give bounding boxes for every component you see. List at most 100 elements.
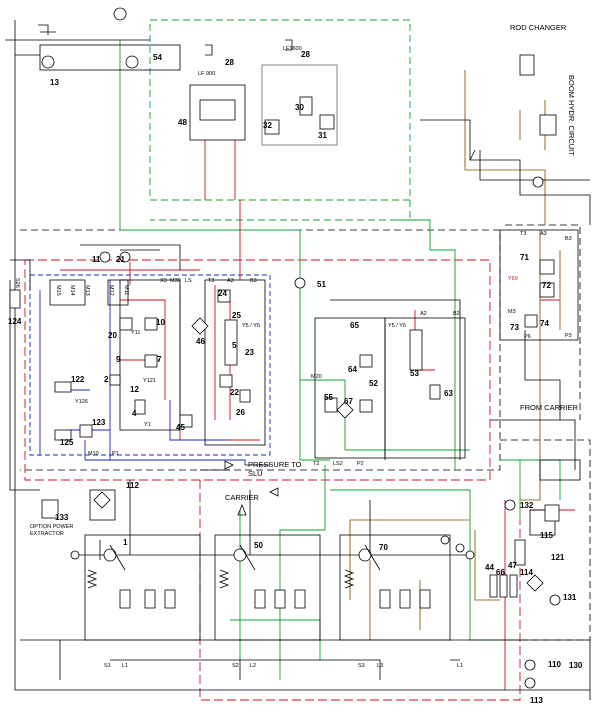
svg-text:25: 25 [232,311,241,320]
svg-text:Y69: Y69 [508,276,518,282]
svg-text:LF1600: LF1600 [283,46,302,52]
svg-text:71: 71 [520,253,529,262]
svg-text:M12: M12 [108,285,114,296]
svg-text:LS: LS [185,278,192,284]
gauge-132-icon [504,499,516,511]
svg-text:Y126: Y126 [75,399,88,405]
svg-text:22: 22 [230,388,239,397]
svg-text:Y11: Y11 [131,330,140,336]
svg-text:11: 11 [92,255,101,264]
pump-13-icon [41,55,55,69]
svg-text:48: 48 [178,118,187,127]
svg-text:67: 67 [344,397,353,406]
svg-text:M11: M11 [123,285,129,295]
svg-text:121: 121 [551,553,565,562]
svg-text:LF 900: LF 900 [198,71,215,77]
svg-text:L2: L2 [250,663,256,669]
svg-text:T3: T3 [520,231,526,237]
svg-text:64: 64 [348,365,357,374]
svg-text:72: 72 [542,281,551,290]
svg-text:S1: S1 [104,663,111,669]
svg-text:M14: M14 [69,285,75,296]
svg-text:130: 130 [569,661,583,670]
svg-text:M15: M15 [55,285,61,296]
svg-text:54: 54 [153,53,162,62]
svg-text:131: 131 [563,593,577,602]
gauge-21-icon [119,251,131,263]
svg-text:P6: P6 [524,334,531,340]
svg-text:S2: S2 [232,663,239,669]
svg-text:L1: L1 [457,663,463,669]
gauge-51-icon [294,277,306,289]
svg-text:P1: P1 [112,451,119,457]
pressure-to-label: PRESSURE TO [248,460,302,469]
svg-text:Y121: Y121 [143,378,156,384]
svg-text:133: 133 [55,513,69,522]
extractor-label: EXTRACTOR [30,531,64,537]
svg-text:1: 1 [123,538,128,547]
labels: ROD CHANGER BOOM HYDR. CIRCUIT FROM CARR… [8,23,583,705]
svg-text:52: 52 [369,379,378,388]
svg-text:110: 110 [548,660,561,669]
svg-text:S3: S3 [358,663,365,669]
svg-text:A3: A3 [227,278,234,284]
svg-text:24: 24 [218,289,227,298]
svg-text:M20: M20 [311,374,322,380]
svg-text:L1: L1 [122,663,128,669]
svg-text:70: 70 [379,543,388,552]
from-carrier-label: FROM CARRIER [520,403,579,412]
motor-54-icon [125,55,139,69]
slu-label: SLU [248,469,263,478]
svg-text:50: 50 [254,541,263,550]
svg-text:4: 4 [132,409,137,418]
svg-text:74: 74 [540,319,549,328]
svg-text:66: 66 [496,568,505,577]
svg-text:30: 30 [295,103,304,112]
svg-text:P2: P2 [357,461,364,467]
svg-text:112: 112 [126,481,139,490]
svg-text:23: 23 [245,348,254,357]
svg-text:122: 122 [71,375,85,384]
svg-text:B2: B2 [453,311,460,317]
svg-text:2: 2 [104,375,109,384]
svg-text:5: 5 [232,341,237,350]
svg-text:10: 10 [156,318,165,327]
svg-text:Y5 / Y6: Y5 / Y6 [242,323,260,329]
svg-text:44: 44 [485,563,494,572]
svg-text:132: 132 [520,501,534,510]
svg-text:113: 113 [530,696,543,705]
svg-text:31: 31 [318,131,327,140]
svg-text:21: 21 [116,255,125,264]
svg-text:32: 32 [263,121,272,130]
svg-text:115: 115 [540,531,553,540]
svg-text:X3: X3 [160,278,167,284]
svg-text:S26: S26 [14,278,20,288]
svg-text:M13: M13 [84,285,90,296]
component-glyphs [9,7,561,689]
svg-text:124: 124 [8,317,22,326]
svg-text:T3: T3 [208,278,214,284]
svg-text:51: 51 [317,280,326,289]
svg-text:B3: B3 [250,278,257,284]
svg-text:125: 125 [60,438,74,447]
svg-text:65: 65 [350,321,359,330]
svg-text:13: 13 [50,78,59,87]
black-lines [5,20,591,700]
svg-text:53: 53 [410,369,419,378]
svg-text:M10: M10 [88,451,99,457]
blocks [39,44,581,641]
gauge-131-icon [549,594,561,606]
svg-text:28: 28 [225,58,234,67]
boom-hydr-circuit-label: BOOM HYDR. CIRCUIT [567,75,576,156]
pump-113-icon [524,677,536,689]
svg-text:T2: T2 [313,461,319,467]
svg-text:Y1: Y1 [144,422,151,428]
svg-text:7: 7 [157,355,162,364]
svg-text:26: 26 [236,408,245,417]
svg-text:20: 20 [108,331,117,340]
svg-text:A3: A3 [540,231,547,237]
svg-text:123: 123 [92,418,106,427]
rod-changer-label: ROD CHANGER [510,23,567,32]
svg-text:M3: M3 [508,309,516,315]
svg-text:63: 63 [444,389,453,398]
